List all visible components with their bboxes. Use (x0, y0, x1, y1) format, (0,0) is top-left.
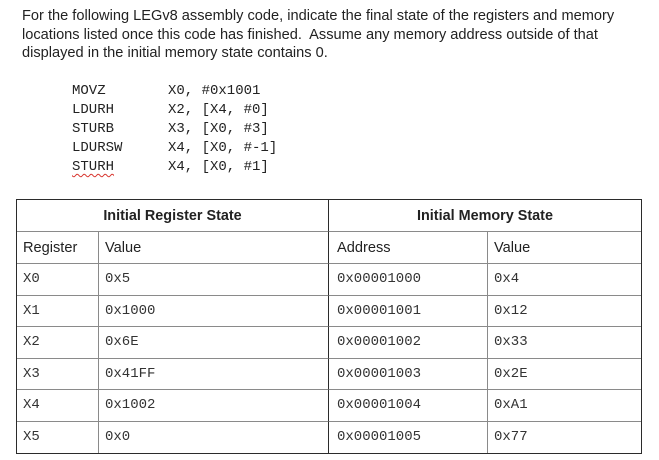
instruction-operands: X4, [X0, #1] (168, 159, 269, 175)
register-value-cell: 0x6E (99, 327, 329, 359)
register-value-cell: 0x41FF (99, 358, 329, 390)
initial-state-table: Initial Register State Initial Memory St… (16, 199, 642, 454)
instruction-operands: X0, #0x1001 (168, 83, 261, 99)
assembly-code-block: MOVZ X0, #0x1001 LDURH X2, [X4, #0] STUR… (72, 82, 277, 177)
memory-address-cell: 0x00001003 (329, 358, 488, 390)
code-line: LDURSW X4, [X0, #-1] (72, 139, 277, 158)
memory-value-cell: 0xA1 (488, 390, 641, 422)
question-text-line: For the following LEGv8 assembly code, i… (22, 8, 615, 24)
register-section-title: Initial Register State (17, 200, 329, 232)
memory-address-cell: 0x00001004 (329, 390, 488, 422)
code-line: STURB X3, [X0, #3] (72, 120, 277, 139)
question-text-line: displayed in the initial memory state co… (22, 45, 328, 61)
memory-value-cell: 0x4 (488, 264, 641, 296)
register-name-cell: X5 (17, 421, 99, 453)
register-value-cell: 0x1000 (99, 295, 329, 327)
column-header-register-value: Value (99, 232, 329, 264)
column-header-register: Register (17, 232, 99, 264)
memory-address-cell: 0x00001001 (329, 295, 488, 327)
memory-address-cell: 0x00001005 (329, 421, 488, 453)
code-line: MOVZ X0, #0x1001 (72, 82, 277, 101)
memory-value-cell: 0x12 (488, 296, 641, 327)
instruction-mnemonic: MOVZ (72, 83, 106, 99)
memory-value-cell: 0x77 (494, 429, 528, 446)
instruction-operands: X3, [X0, #3] (168, 121, 269, 137)
column-header-address: Address (329, 232, 488, 264)
register-name-cell: X4 (17, 390, 99, 422)
register-value-cell: 0x1002 (99, 390, 329, 422)
register-name-cell: X2 (17, 327, 99, 359)
code-line: STURH X4, [X0, #1] (72, 158, 277, 177)
instruction-mnemonic-spellcheck-flagged: STURH (72, 158, 168, 177)
instruction-mnemonic: STURB (72, 121, 115, 137)
spellcheck-underlined-word: STURH (72, 159, 115, 175)
register-name-cell: X1 (17, 295, 99, 327)
code-line: LDURH X2, [X4, #0] (72, 101, 277, 120)
instruction-operands: X2, [X4, #0] (168, 102, 269, 118)
instruction-mnemonic: LDURH (72, 102, 115, 118)
column-header-memory-value: Value (488, 232, 641, 264)
register-name-cell: X0 (17, 264, 99, 296)
register-name-cell: X3 (17, 358, 99, 390)
register-value-cell: 0x0 (99, 421, 329, 453)
memory-section-title: Initial Memory State (329, 200, 641, 232)
memory-address-cell: 0x00001002 (329, 327, 488, 359)
instruction-mnemonic: LDURSW (72, 140, 123, 156)
register-value-cell: 0x5 (99, 264, 329, 296)
question-text-line: locations listed once this code has fini… (22, 26, 598, 43)
question-text: For the following LEGv8 assembly code, i… (22, 7, 614, 63)
memory-value-cell: 0x2E (488, 359, 641, 390)
instruction-operands: X4, [X0, #-1] (168, 140, 278, 156)
memory-value-cell: 0x33 (488, 327, 641, 359)
memory-address-cell: 0x00001000 (329, 264, 488, 296)
